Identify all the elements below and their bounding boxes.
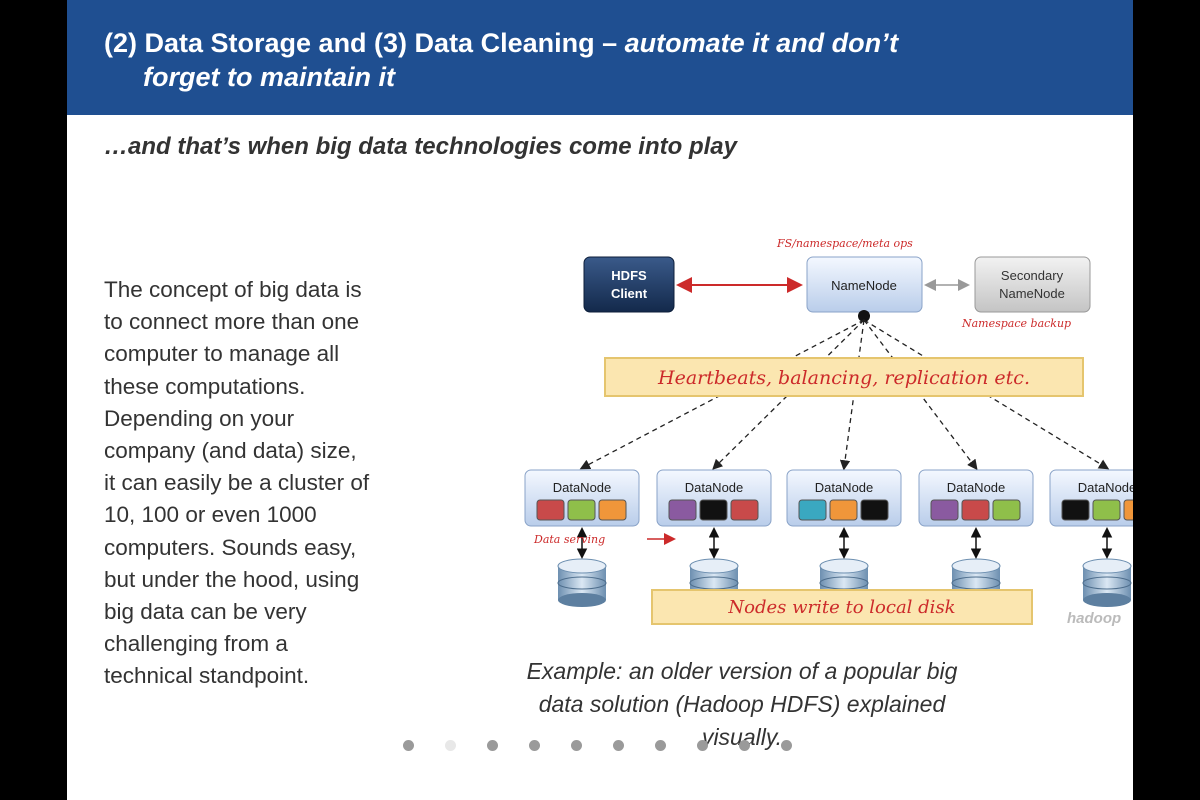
heartbeat-line	[579, 319, 865, 470]
body-line: it can easily be a cluster of	[104, 470, 370, 496]
carousel-dots	[403, 740, 792, 751]
nodes-write-banner-text: Nodes write to local disk	[727, 597, 955, 618]
datanode-label: DataNode	[1078, 480, 1133, 495]
caption-line: Example: an older version of a popular b…	[526, 658, 958, 684]
body-line: these computations.	[104, 373, 306, 399]
data-block	[668, 499, 697, 521]
data-block	[992, 499, 1021, 521]
data-block	[860, 499, 889, 521]
caption-line: data solution (Hadoop HDFS) explained	[538, 691, 946, 717]
data-block	[1123, 499, 1133, 521]
hdfs-diagram: FS/namespace/meta ops HDFS Client NameNo…	[524, 237, 1133, 627]
slide: (2) Data Storage and (3) Data Cleaning –…	[67, 0, 1133, 800]
datanode-box: DataNode	[1049, 469, 1133, 527]
body-line: big data can be very	[104, 599, 307, 625]
datanode-label: DataNode	[815, 480, 874, 495]
data-block	[829, 499, 858, 521]
datanode-label: DataNode	[685, 480, 744, 495]
data-block	[1061, 499, 1090, 521]
carousel-dot[interactable]	[697, 740, 708, 751]
body-paragraph: The concept of big data is to connect mor…	[104, 274, 434, 693]
data-block	[598, 499, 627, 521]
carousel-dot[interactable]	[403, 740, 414, 751]
data-block	[930, 499, 959, 521]
carousel-dot[interactable]	[613, 740, 624, 751]
datanode-box: DataNode	[786, 469, 902, 527]
diagram-caption: Example: an older version of a popular b…	[482, 655, 1002, 754]
body-line: challenging from a	[104, 631, 288, 657]
data-serving-label: Data serving	[533, 533, 605, 546]
datanode-box: DataNode	[656, 469, 772, 527]
carousel-dot[interactable]	[739, 740, 750, 751]
data-block	[536, 499, 565, 521]
secondary-namenode-box: Secondary NameNode	[974, 256, 1091, 313]
data-block	[961, 499, 990, 521]
data-block	[699, 499, 728, 521]
body-line: computer to manage all	[104, 341, 340, 367]
carousel-dot[interactable]	[487, 740, 498, 751]
title-line2: forget to maintain it	[143, 62, 395, 92]
namenode-label: NameNode	[831, 278, 897, 293]
datanode-label: DataNode	[553, 480, 612, 495]
hdfs-client-line2: Client	[611, 286, 648, 301]
namenode-hub-dot	[858, 310, 870, 322]
heartbeat-line	[712, 319, 865, 470]
data-block	[567, 499, 596, 521]
slide-title: (2) Data Storage and (3) Data Cleaning –…	[104, 26, 1094, 94]
title-part2: automate it and don’t	[624, 28, 899, 58]
data-block	[730, 499, 759, 521]
data-block	[1092, 499, 1121, 521]
datanode-row: DataNode DataNode DataNode DataNode DataNode	[524, 469, 1133, 607]
body-line: technical standpoint.	[104, 663, 310, 689]
carousel-dot[interactable]	[445, 740, 456, 751]
body-line: to connect more than one	[104, 309, 360, 335]
carousel-dot[interactable]	[529, 740, 540, 751]
disk-icon	[1082, 558, 1132, 607]
hdfs-client-line1: HDFS	[611, 268, 647, 283]
namenode-box: NameNode	[806, 256, 923, 313]
secondary-namenode-line2: NameNode	[999, 286, 1065, 301]
datanode-box: DataNode	[524, 469, 640, 527]
title-part1: (2) Data Storage and (3) Data Cleaning –	[104, 28, 625, 58]
hadoop-watermark-logo: hadoop	[1067, 610, 1121, 627]
heartbeat-line	[863, 319, 1110, 470]
body-line: The concept of big data is	[104, 277, 362, 302]
disk-icon	[557, 558, 607, 607]
nodes-write-banner: Nodes write to local disk	[651, 589, 1033, 625]
datanode-label: DataNode	[947, 480, 1006, 495]
secondary-namenode-line1: Secondary	[1001, 268, 1064, 283]
carousel-dot[interactable]	[655, 740, 666, 751]
body-line: Depending on your	[104, 405, 295, 431]
slide-header: (2) Data Storage and (3) Data Cleaning –…	[67, 0, 1133, 115]
body-line: but under the hood, using	[104, 566, 360, 592]
carousel-dot[interactable]	[571, 740, 582, 751]
fs-ops-label: FS/namespace/meta ops	[776, 237, 913, 250]
hdfs-client-box: HDFS Client	[583, 256, 675, 313]
datanode-box: DataNode	[918, 469, 1034, 527]
data-block	[798, 499, 827, 521]
heartbeats-banner-text: Heartbeats, balancing, replication etc.	[657, 367, 1030, 389]
slide-subtitle: …and that’s when big data technologies c…	[104, 133, 737, 160]
heartbeats-banner: Heartbeats, balancing, replication etc.	[604, 357, 1084, 397]
body-line: 10, 100 or even 1000	[104, 502, 317, 528]
namespace-backup-label: Namespace backup	[961, 317, 1071, 330]
carousel-dot[interactable]	[781, 740, 792, 751]
body-line: company (and data) size,	[104, 438, 357, 464]
body-line: computers. Sounds easy,	[104, 534, 357, 560]
